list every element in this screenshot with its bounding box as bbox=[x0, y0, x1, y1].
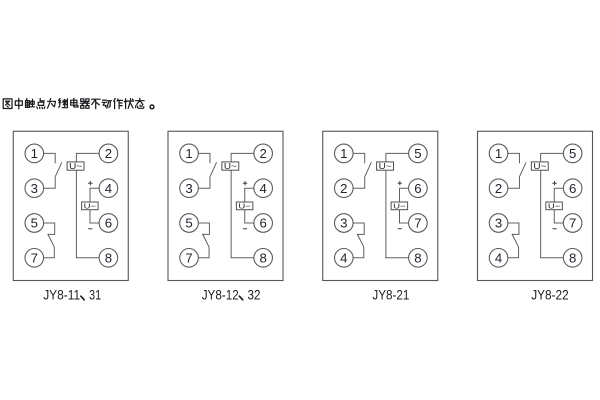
svg-text:6: 6 bbox=[259, 216, 266, 231]
svg-text:4: 4 bbox=[340, 251, 347, 266]
svg-text:4: 4 bbox=[495, 251, 502, 266]
svg-text:1: 1 bbox=[340, 146, 347, 161]
svg-text:1: 1 bbox=[31, 146, 38, 161]
svg-text:7: 7 bbox=[414, 216, 421, 231]
svg-text:5: 5 bbox=[31, 216, 38, 231]
svg-text:4: 4 bbox=[259, 181, 266, 196]
svg-text:1: 1 bbox=[495, 146, 502, 161]
svg-text:7: 7 bbox=[185, 251, 192, 266]
svg-text:JY8-22: JY8-22 bbox=[531, 288, 569, 303]
svg-text:2: 2 bbox=[259, 146, 266, 161]
svg-text:8: 8 bbox=[105, 251, 112, 266]
svg-text:4: 4 bbox=[105, 181, 112, 196]
svg-text:6: 6 bbox=[569, 181, 576, 196]
svg-text:8: 8 bbox=[259, 251, 266, 266]
svg-text:31: 31 bbox=[89, 288, 101, 303]
svg-text:3: 3 bbox=[495, 216, 502, 231]
svg-text:JY8-21: JY8-21 bbox=[372, 288, 409, 303]
svg-text:2: 2 bbox=[105, 146, 112, 161]
svg-text:3: 3 bbox=[185, 181, 192, 196]
svg-text:8: 8 bbox=[569, 251, 576, 266]
svg-text:JY8-12: JY8-12 bbox=[202, 288, 239, 303]
svg-text:7: 7 bbox=[569, 216, 576, 231]
svg-text:6: 6 bbox=[105, 216, 112, 231]
svg-text:2: 2 bbox=[495, 181, 502, 196]
svg-text:1: 1 bbox=[185, 146, 192, 161]
svg-text:JY8-11: JY8-11 bbox=[43, 288, 80, 303]
svg-text:3: 3 bbox=[340, 216, 347, 231]
svg-text:5: 5 bbox=[414, 146, 421, 161]
svg-text:2: 2 bbox=[340, 181, 347, 196]
svg-text:7: 7 bbox=[31, 251, 38, 266]
svg-text:5: 5 bbox=[185, 216, 192, 231]
svg-text:6: 6 bbox=[414, 181, 421, 196]
svg-text:8: 8 bbox=[414, 251, 421, 266]
svg-text:32: 32 bbox=[248, 288, 261, 303]
svg-text:5: 5 bbox=[569, 146, 576, 161]
svg-text:3: 3 bbox=[31, 181, 38, 196]
